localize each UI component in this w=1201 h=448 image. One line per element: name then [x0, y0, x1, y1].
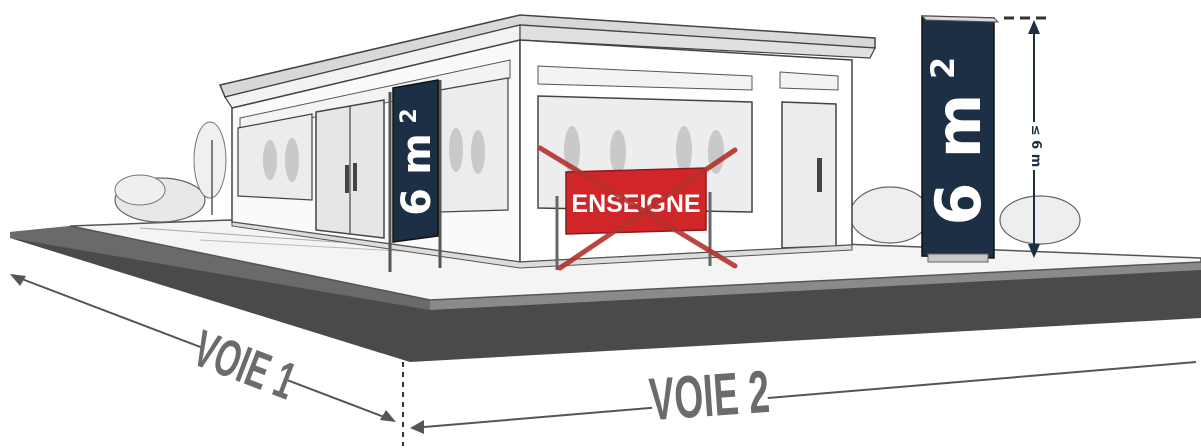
height-label: ≤ 6 m [1028, 125, 1043, 168]
shrub-left [115, 122, 226, 222]
small-sign-number: 6 [394, 188, 440, 216]
tall-sign-unit: m [922, 94, 995, 159]
road-2-indicator: VOIE 2 [410, 354, 1196, 434]
tall-totem-sign: 6 m 2 [922, 16, 998, 262]
road-1-label: VOIE 1 [186, 320, 304, 411]
road-2-label: VOIE 2 [647, 358, 771, 434]
small-sign-superscript: 2 [397, 108, 422, 123]
tall-sign-superscript: 2 [924, 57, 962, 79]
small-sign-unit: m [394, 133, 440, 175]
tall-sign-number: 6 [922, 182, 995, 225]
shop-building [220, 15, 875, 268]
